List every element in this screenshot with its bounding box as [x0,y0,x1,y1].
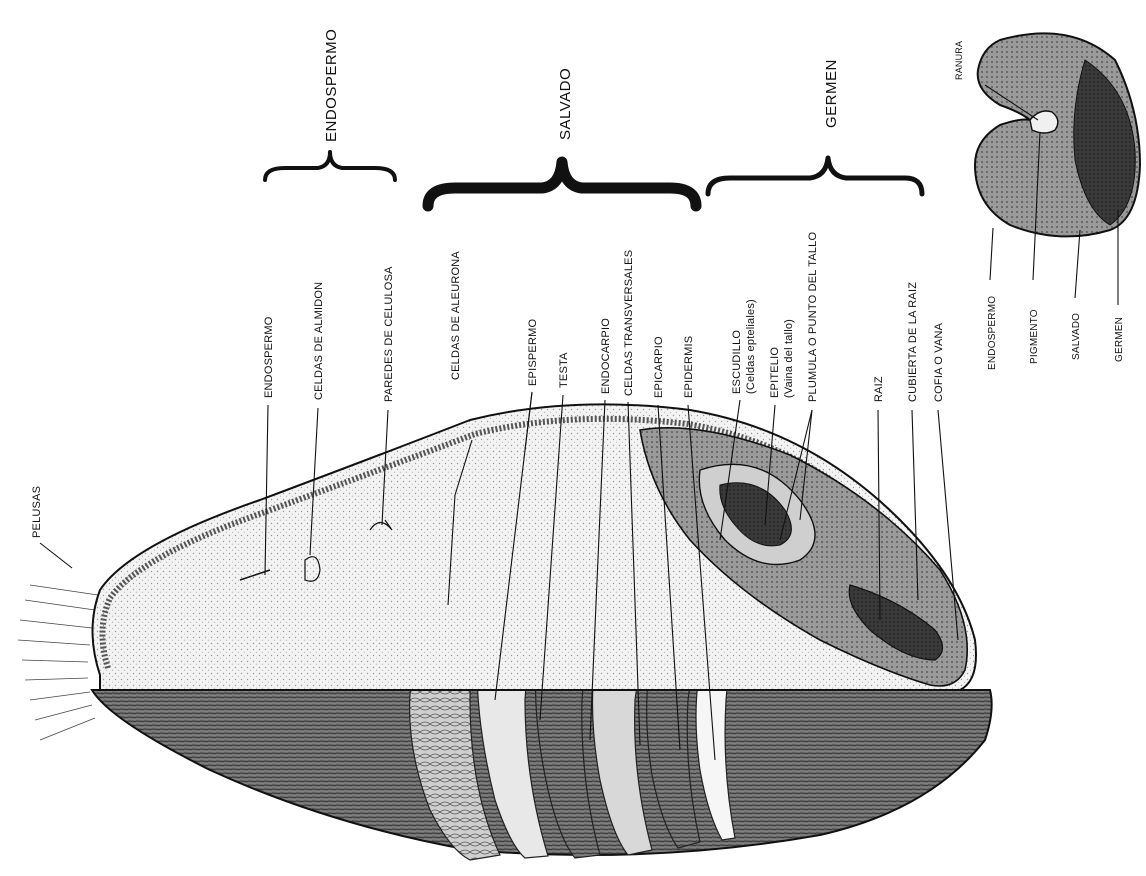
label-endocarpio: ENDOCARPIO [600,318,612,394]
cross-label-pigmento: PIGMENTO [1029,309,1040,364]
label-episperma: EPISPERMO [527,319,539,386]
group-title-endospermo: ENDOSPERMO [323,29,340,142]
salvado-brace [428,162,696,206]
label-epidermis: EPIDERMIS [683,336,695,398]
cross-label-salvado: SALVADO [1071,313,1082,360]
label-epicarpio: EPICARPIO [653,336,665,398]
label-escudillo-sub: (Celdas epteliales) [745,299,757,394]
cross-section [975,33,1140,305]
label-escudillo: ESCUDILLO [731,330,743,394]
label-cubierta-raiz: CUBIERTA DE LA RAIZ [907,282,919,402]
group-title-germen: GERMEN [823,59,840,128]
label-celdas-aleurona: CELDAS DE ALEURONA [450,251,462,380]
label-endospermo: ENDOSPERMO [263,316,275,398]
cross-label-ranura: RANURA [954,41,964,80]
label-raiz: RAIZ [873,376,885,402]
label-epitelio: EPITELIO [769,347,781,398]
cross-label-germen: GERMEN [1114,317,1125,362]
kernel-body [18,404,992,860]
label-pelusas: PELUSAS [31,486,43,538]
endospermo-brace [265,152,395,180]
label-testa: TESTA [558,352,570,388]
label-plumula: PLUMULA O PUNTO DEL TALLO [807,231,819,402]
label-celdas-transversales: CELDAS TRANSVERSALES [623,250,635,396]
germen-brace [708,158,922,194]
cross-label-endospermo: ENDOSPERMO [987,296,998,370]
label-cofia: COFIA O VANA [933,322,945,402]
pelusas-hairs [18,585,98,740]
label-epitelio-sub: (Vaina del tallo) [783,319,795,398]
group-title-salvado: SALVADO [557,68,574,140]
label-paredes-celulosa: PAREDES DE CELULOSA [383,266,395,402]
label-celdas-almidon: CELDAS DE ALMIDON [313,282,325,400]
